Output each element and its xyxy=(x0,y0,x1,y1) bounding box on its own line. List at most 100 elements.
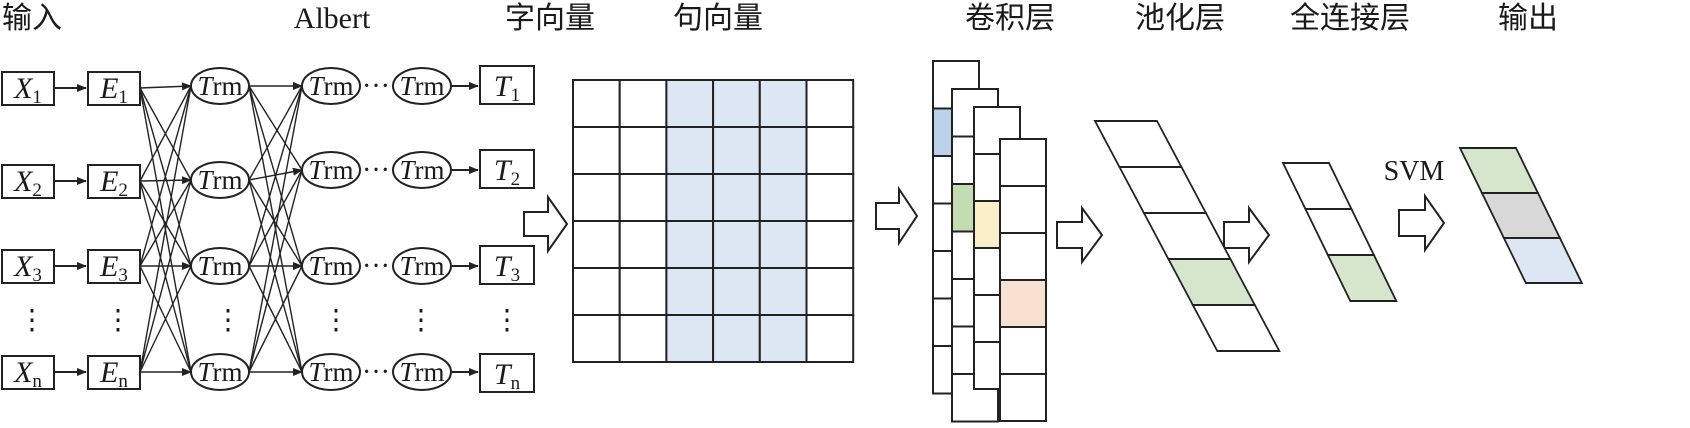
grid-cell xyxy=(712,79,761,128)
svg-text:Trm: Trm xyxy=(399,71,444,101)
svg-text:Trm: Trm xyxy=(197,71,242,101)
grid-cell xyxy=(758,79,808,128)
grid-cell xyxy=(665,173,715,222)
char-vector-box xyxy=(479,245,535,285)
embedding-label: E2 xyxy=(99,165,128,201)
grid-cell xyxy=(618,314,668,363)
svg-text:Trm: Trm xyxy=(399,357,444,387)
trm-node: Trm xyxy=(301,353,361,391)
input-token-label: X3 xyxy=(13,250,42,286)
fc-cell xyxy=(1303,208,1376,256)
grid-cell xyxy=(712,173,761,222)
grid-cell xyxy=(665,267,715,316)
grid-cell xyxy=(665,126,715,175)
connection-line xyxy=(248,85,303,267)
feature-map-cell xyxy=(999,232,1047,281)
output-vector xyxy=(1458,147,1584,284)
caption-albert: Albert xyxy=(294,2,371,35)
char-vector-label: T3 xyxy=(494,250,520,286)
trm-node: Trm xyxy=(190,247,250,285)
grid-cell xyxy=(665,314,715,363)
svg-text:Trm: Trm xyxy=(399,251,444,281)
block-arrow-icon xyxy=(1223,204,1271,266)
embedding-label: E1 xyxy=(99,72,128,108)
connection-line xyxy=(248,169,303,267)
horizontal-ellipsis: ··· xyxy=(362,71,390,102)
connection-line xyxy=(139,179,192,267)
row-1: X1 E1 T1 xyxy=(1,65,535,108)
feature-map-header xyxy=(999,138,1047,187)
grid-cell xyxy=(712,220,761,269)
char-vector-box xyxy=(479,353,535,393)
pool-cell xyxy=(1093,120,1183,168)
grid-cell xyxy=(712,314,761,363)
row-2: X2 E2 T2 xyxy=(1,149,535,201)
grid-cell xyxy=(618,173,668,222)
horizontal-ellipsis-group: ··· ··· ··· ··· xyxy=(362,71,390,388)
char-vector-box xyxy=(479,65,535,105)
grid-cell xyxy=(618,79,668,128)
trm-nodes: Trm Trm Trm Trm Trm Trm Trm Trm Trm Trm … xyxy=(190,67,452,391)
grid-cell xyxy=(758,220,808,269)
svg-text:Trm: Trm xyxy=(197,251,242,281)
connection-line xyxy=(248,85,303,373)
caption-char-vector: 字向量 xyxy=(505,1,595,36)
caption-conv-layer: 卷积层 xyxy=(965,1,1055,36)
vertical-ellipsis: ⋮ xyxy=(407,305,435,336)
input-token-box xyxy=(1,249,55,284)
trm-node: Trm xyxy=(392,67,452,105)
grid-cell xyxy=(572,173,621,222)
pool-cell xyxy=(1191,304,1281,352)
caption-fc-layer: 全连接层 xyxy=(1290,1,1410,36)
grid-cell xyxy=(572,314,621,363)
trm-node: Trm xyxy=(392,151,452,189)
block-arrow-icon xyxy=(523,193,569,255)
grid-cell xyxy=(665,79,715,128)
grid-cell xyxy=(805,267,855,316)
embedding-box xyxy=(87,355,141,390)
embedding-box xyxy=(87,71,141,106)
connection-line xyxy=(139,85,192,373)
vertical-ellipsis: ⋮ xyxy=(214,305,242,336)
output-cell xyxy=(1502,237,1584,284)
row-3: X3 E3 T3 xyxy=(1,245,535,286)
stage-arrows xyxy=(523,185,1446,266)
svg-text:Trm: Trm xyxy=(308,71,353,101)
grid-cell xyxy=(805,126,855,175)
grid-cell xyxy=(712,267,761,316)
trm-node: Trm xyxy=(392,247,452,285)
feature-map-cell xyxy=(999,373,1047,422)
grid-cell xyxy=(618,267,668,316)
connection-line xyxy=(139,85,192,182)
grid-cell xyxy=(618,220,668,269)
feature-map-cell xyxy=(999,326,1047,375)
char-vector-label: T1 xyxy=(494,70,520,106)
conv-layer-feature-maps xyxy=(932,60,1047,423)
albert-connections xyxy=(139,82,303,376)
svg-text:Trm: Trm xyxy=(197,357,242,387)
caption-input: 输入 xyxy=(2,1,62,36)
grid-cell xyxy=(572,267,621,316)
grid-cell xyxy=(712,126,761,175)
horizontal-ellipsis: ··· xyxy=(362,357,390,388)
svg-text:Trm: Trm xyxy=(308,155,353,185)
block-arrow-icon xyxy=(875,185,919,247)
vertical-ellipsis: ⋮ xyxy=(18,305,46,336)
trm-node: Trm xyxy=(190,353,250,391)
caption-output: 输出 xyxy=(1498,1,1558,36)
svm-label: SVM xyxy=(1384,156,1445,187)
grid-cell xyxy=(572,79,621,128)
grid-cell xyxy=(665,220,715,269)
embedding-label: En xyxy=(99,356,128,392)
svg-text:Trm: Trm xyxy=(308,357,353,387)
pool-cell xyxy=(1166,258,1257,306)
sentence-vector-grid xyxy=(572,79,855,363)
caption-pool-layer: 池化层 xyxy=(1135,1,1225,36)
trm-node: Trm xyxy=(301,247,361,285)
fc-layer-vector xyxy=(1281,162,1398,302)
trm-node: Trm xyxy=(190,67,250,105)
connection-line xyxy=(139,85,192,267)
albert-rows: X1 E1 T1 X2 E2 T2 X3 E3 T3 Xn xyxy=(1,65,535,394)
input-token-label: X1 xyxy=(13,72,42,108)
row-arrows xyxy=(54,82,479,376)
